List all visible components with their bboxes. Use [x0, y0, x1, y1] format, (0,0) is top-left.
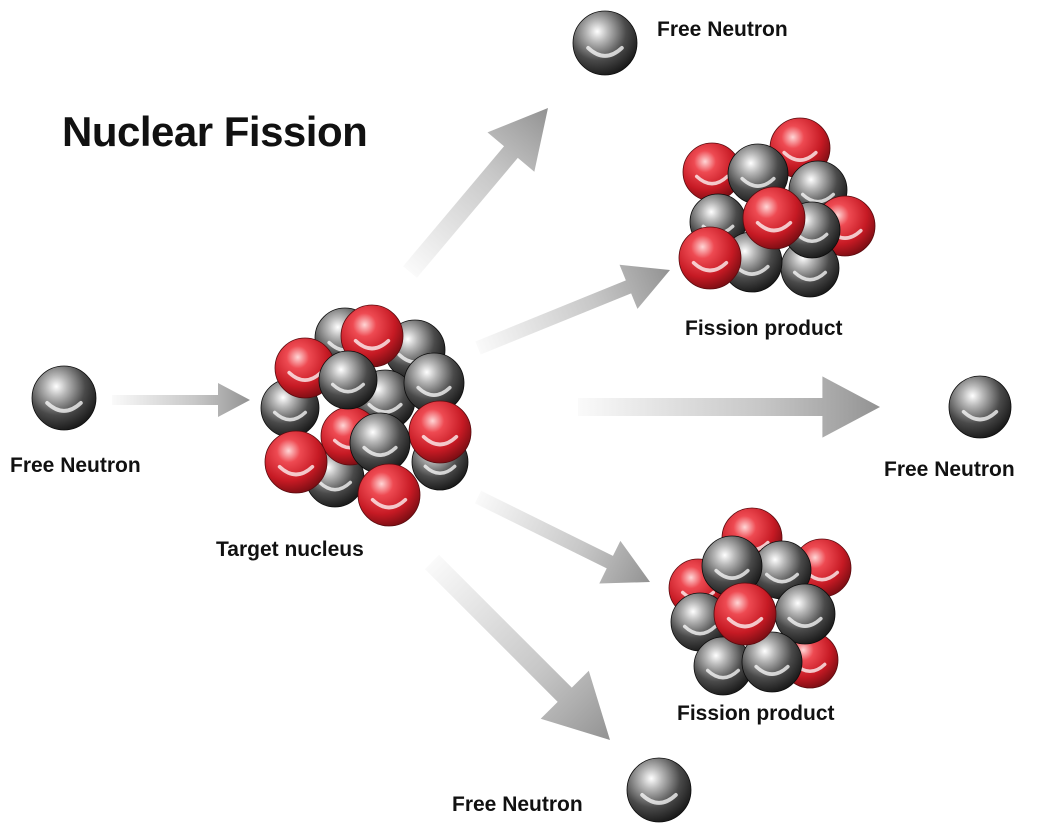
label-free-neutron-incoming: Free Neutron: [10, 454, 141, 477]
arrow-to-right-neutron: [578, 376, 880, 438]
arrow-to-bottom-neutron: [424, 554, 610, 740]
arrow-incoming: [112, 383, 250, 417]
arrow-group: [112, 108, 880, 740]
fission-product-lower-neutron-6: [701, 535, 763, 597]
diagram-title: Nuclear Fission: [62, 108, 368, 155]
label-fission-product-lower: Fission product: [677, 702, 835, 725]
arrow-to-product-lower: [474, 490, 651, 584]
label-target-nucleus: Target nucleus: [216, 538, 364, 561]
label-fission-product-upper: Fission product: [685, 317, 843, 340]
fission-product-upper-proton-11: [678, 226, 742, 290]
free-neutron-incoming: [31, 365, 97, 431]
target-nucleus-neutron-11: [318, 350, 378, 410]
fission-product-upper-proton-10: [742, 186, 806, 250]
arrow-to-top-neutron: [403, 108, 548, 278]
target-nucleus-proton-15: [357, 463, 421, 527]
fission-product-lower-proton-11: [713, 582, 777, 646]
fission-product-lower-neutron-8: [693, 636, 753, 696]
arrow-to-product-upper: [475, 264, 671, 355]
particle-group: [31, 10, 1012, 823]
free-neutron-right: [948, 375, 1012, 439]
target-nucleus-proton-12: [264, 430, 328, 494]
free-neutron-top: [572, 10, 638, 76]
free-neutron-bottom: [626, 757, 692, 823]
target-nucleus-neutron-14: [349, 412, 411, 474]
label-free-neutron-top: Free Neutron: [657, 18, 788, 41]
label-free-neutron-right: Free Neutron: [884, 458, 1015, 481]
fission-product-lower-neutron-10: [741, 631, 803, 693]
label-free-neutron-bottom: Free Neutron: [452, 793, 583, 816]
target-nucleus-proton-13: [408, 400, 472, 464]
